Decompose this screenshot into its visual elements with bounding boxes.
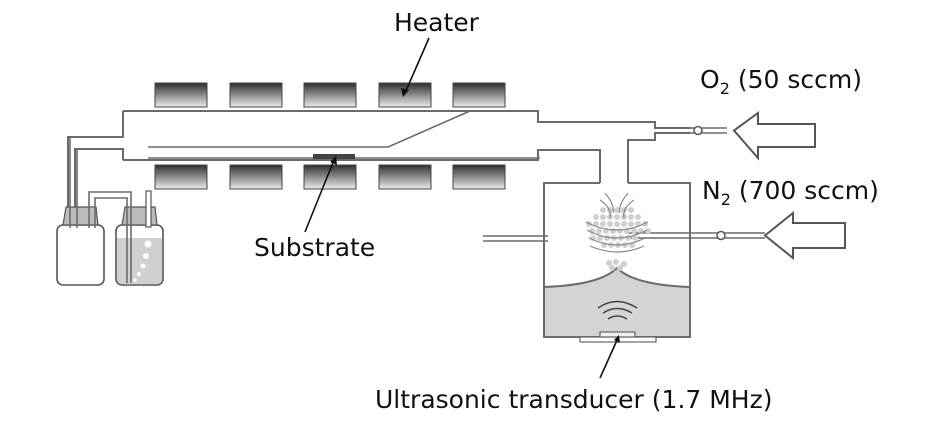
mist-droplet <box>613 259 619 265</box>
mist-droplet <box>621 221 627 227</box>
mist-droplet <box>614 214 620 220</box>
mist-droplet <box>628 221 634 227</box>
mist-droplet <box>610 228 616 234</box>
n2-inlet-arrow-icon <box>763 210 846 261</box>
transducer-leader-line <box>599 337 619 379</box>
bottle-empty <box>56 224 105 286</box>
nebulizer-chamber <box>483 182 691 343</box>
bubbler-bottles <box>56 137 164 286</box>
n2-flow-label: N2 (700 sccm) <box>702 176 879 209</box>
heater-block <box>452 82 506 108</box>
heater-block <box>229 82 283 108</box>
o2-valve-icon <box>693 125 703 136</box>
heater-leader-line <box>404 37 430 94</box>
mist-droplet <box>597 235 603 241</box>
heater-block <box>378 82 432 108</box>
n2-valve-icon <box>716 230 726 241</box>
heater-block <box>229 164 283 190</box>
heater-label: Heater <box>394 8 480 37</box>
furnace-tube <box>67 110 690 260</box>
o2-inlet-arrow-icon <box>732 111 816 161</box>
ultrasonic-transducer <box>599 331 636 338</box>
ultrasonic-waves-icon <box>597 300 638 320</box>
heater-block <box>154 82 208 108</box>
mist-droplet <box>645 228 651 234</box>
heater-block <box>378 164 432 190</box>
heater-row-top <box>154 82 506 108</box>
mist-droplet <box>614 270 620 276</box>
mist-droplet <box>606 260 612 266</box>
mist-droplet <box>609 265 615 271</box>
heater-block <box>452 164 506 190</box>
mist-droplet <box>600 207 606 213</box>
mist-droplet <box>600 214 606 220</box>
substrate-label: Substrate <box>254 233 375 262</box>
n2-line <box>625 210 846 261</box>
mist-droplet <box>621 261 627 267</box>
o2-flow-label: O2 (50 sccm) <box>700 65 862 98</box>
substrate-leader-line <box>304 159 335 233</box>
mist-droplet <box>617 228 623 234</box>
heater-row-bottom <box>154 164 506 190</box>
mist-droplet <box>631 228 637 234</box>
mist-droplet <box>635 214 641 220</box>
mist-droplet <box>617 265 623 271</box>
heater-block <box>154 164 208 190</box>
mist-droplet <box>593 214 599 220</box>
mist-droplet <box>628 207 634 213</box>
precursor-liquid <box>544 290 690 337</box>
mist-droplet <box>614 207 620 213</box>
mist-droplet <box>600 221 606 227</box>
substrate <box>313 154 355 159</box>
o2-line <box>655 111 816 161</box>
mist-droplet <box>628 214 634 220</box>
mist-droplet <box>607 221 613 227</box>
mist-droplet <box>632 235 638 241</box>
mist-droplet <box>596 228 602 234</box>
transducer-label: Ultrasonic transducer (1.7 MHz) <box>375 385 773 414</box>
heater-block <box>303 82 357 108</box>
mist-droplet <box>614 221 620 227</box>
